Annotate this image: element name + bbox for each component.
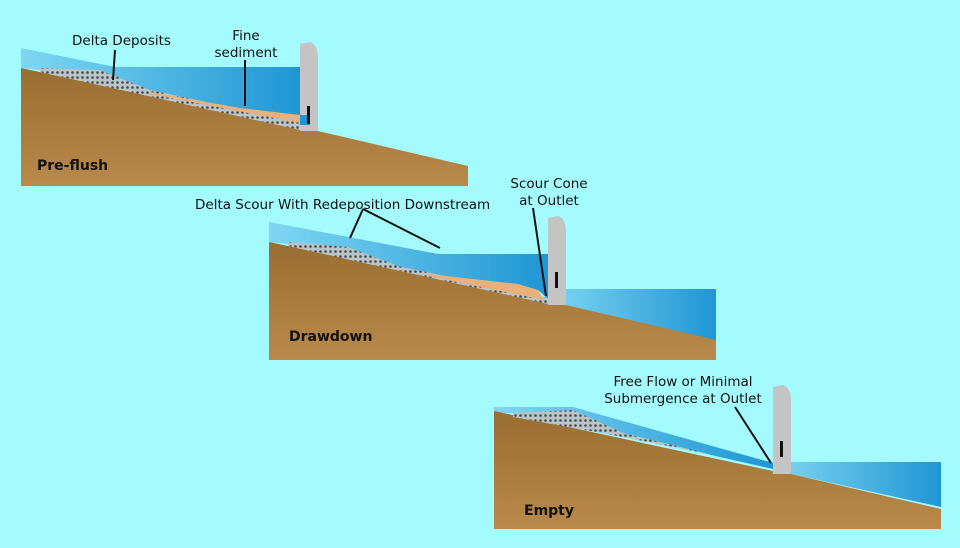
panel-pre-flush: Delta Deposits Fine sediment Pre-flush: [21, 28, 468, 186]
label-delta-scour: Delta Scour With Redeposition Downstream: [195, 197, 490, 213]
dam: [548, 216, 566, 305]
panel-title: Empty: [524, 503, 574, 519]
outlet-water: [300, 115, 310, 125]
ground: [21, 68, 468, 186]
outlet-gate: [307, 106, 310, 124]
leader-line: [362, 208, 441, 249]
dam: [773, 385, 791, 474]
outlet-gate: [780, 441, 783, 457]
panel-empty: Free Flow or Minimal Submergence at Outl…: [494, 374, 941, 529]
fine-sediment: [150, 92, 300, 123]
panel-title: Drawdown: [289, 329, 372, 345]
leader-line: [734, 406, 772, 464]
label-delta-deposits: Delta Deposits: [72, 33, 171, 49]
delta-deposits: [513, 410, 713, 455]
panel-title: Pre-flush: [37, 158, 108, 174]
fine-sediment: [428, 274, 544, 300]
ground: [494, 411, 941, 529]
label-scour-cone: Scour Cone: [510, 176, 587, 192]
delta-deposits: [40, 68, 300, 130]
water: [21, 48, 300, 125]
delta-deposits: [288, 242, 548, 304]
dam: [300, 42, 318, 131]
outlet-gate: [555, 272, 558, 288]
downstream-water: [548, 289, 716, 342]
label-submergence: Submergence at Outlet: [604, 391, 762, 407]
leader-line: [112, 49, 116, 81]
label-at-outlet: at Outlet: [519, 193, 579, 209]
label-sediment: sediment: [215, 45, 278, 61]
label-free-flow: Free Flow or Minimal: [613, 374, 752, 390]
leader-line: [532, 207, 547, 297]
leader-line: [349, 208, 364, 239]
ground: [269, 242, 716, 360]
panel-drawdown: Delta Scour With Redeposition Downstream…: [195, 176, 716, 360]
downstream-water: [773, 462, 941, 507]
label-fine: Fine: [232, 28, 259, 44]
